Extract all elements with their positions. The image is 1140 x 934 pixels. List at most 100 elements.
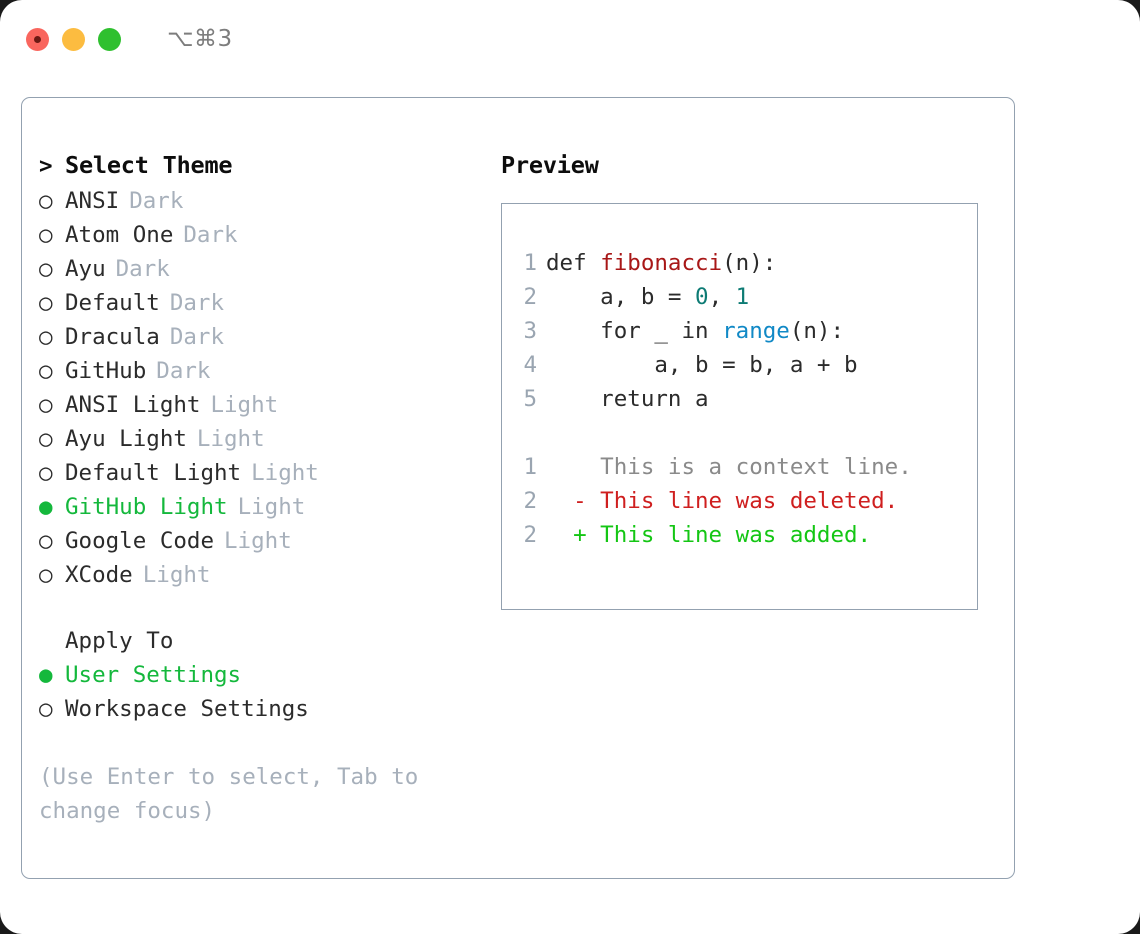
theme-item-badge: Light bbox=[196, 426, 265, 452]
radio-unselected-icon[interactable]: ○ bbox=[39, 256, 53, 282]
radio-selected-icon[interactable]: ● bbox=[39, 494, 53, 520]
theme-item-badge: Dark bbox=[169, 290, 225, 316]
diff-line-number: 2 bbox=[523, 522, 537, 548]
code-line: 5 return a bbox=[502, 382, 977, 416]
radio-unselected-icon[interactable]: ○ bbox=[39, 426, 53, 452]
theme-item-label: Dracula bbox=[65, 324, 160, 350]
radio-unselected-icon[interactable]: ○ bbox=[39, 696, 53, 722]
code-token-call: range bbox=[722, 318, 790, 344]
theme-item-badge: Light bbox=[251, 460, 319, 486]
diff-line: 1 This is a context line. bbox=[502, 450, 977, 484]
radio-unselected-icon[interactable]: ○ bbox=[39, 324, 53, 350]
theme-item[interactable]: ● GitHub Light Light bbox=[39, 490, 489, 524]
code-line-number: 2 bbox=[523, 284, 537, 310]
code-line: 4 a, b = b, a + b bbox=[502, 348, 977, 382]
radio-unselected-icon[interactable]: ○ bbox=[39, 528, 53, 554]
theme-list-header: > Select Theme bbox=[39, 147, 489, 184]
code-line-number: 4 bbox=[523, 352, 537, 378]
diff-line-number: 1 bbox=[523, 454, 537, 480]
theme-item-label: Ayu bbox=[65, 256, 106, 282]
code-token-plain: , bbox=[708, 284, 736, 310]
theme-item[interactable]: ○ Ayu Light Light bbox=[39, 422, 489, 456]
radio-unselected-icon[interactable]: ○ bbox=[39, 460, 53, 486]
title-bar: ⌥⌘3 bbox=[0, 0, 1140, 78]
theme-item-badge: Light bbox=[237, 494, 306, 520]
apply-to-title: Apply To bbox=[65, 628, 174, 654]
theme-item-label: XCode bbox=[65, 562, 133, 588]
code-line-number: 1 bbox=[523, 250, 537, 276]
code-line-content: return a bbox=[546, 382, 709, 416]
code-token-num: 1 bbox=[735, 284, 750, 310]
theme-item[interactable]: ○ Ayu Dark bbox=[39, 252, 489, 286]
diff-line-number: 2 bbox=[523, 488, 537, 514]
code-token-plain: (n): bbox=[789, 318, 845, 344]
radio-unselected-icon[interactable]: ○ bbox=[39, 358, 53, 384]
theme-item[interactable]: ○ ANSI Light Light bbox=[39, 388, 489, 422]
theme-item-label: Default Light bbox=[65, 460, 242, 486]
code-line-number: 5 bbox=[523, 386, 537, 412]
code-line-content: for _ in range(n): bbox=[546, 314, 844, 348]
theme-item-badge: Dark bbox=[156, 358, 211, 384]
radio-unselected-icon[interactable]: ○ bbox=[39, 222, 53, 248]
apply-to-group: Apply To ● User Settings ○ Workspace Settin… bbox=[39, 624, 489, 726]
code-token-fn: fibonacci bbox=[600, 250, 723, 276]
theme-item[interactable]: ○ Default Light Light bbox=[39, 456, 489, 490]
theme-list-title: Select Theme bbox=[65, 151, 233, 179]
theme-item-label: Google Code bbox=[65, 528, 215, 554]
radio-selected-icon[interactable]: ● bbox=[39, 662, 53, 688]
theme-item-label: GitHub bbox=[65, 358, 147, 384]
theme-item-label: ANSI bbox=[65, 188, 120, 214]
theme-item-label: Default bbox=[65, 290, 160, 316]
theme-item[interactable]: ○ Google Code Light bbox=[39, 524, 489, 558]
apply-to-option[interactable]: ○ Workspace Settings bbox=[39, 692, 489, 726]
diff-line: 2 - This line was deleted. bbox=[502, 484, 977, 518]
theme-item[interactable]: ○ Default Dark bbox=[39, 286, 489, 320]
radio-unselected-icon[interactable]: ○ bbox=[39, 562, 53, 588]
keyboard-hint-line-1: (Use Enter to select, Tab to bbox=[39, 764, 419, 790]
code-line-content: a, b = 0, 1 bbox=[546, 280, 749, 314]
radio-unselected-icon[interactable]: ○ bbox=[39, 392, 53, 418]
code-token-plain: return a bbox=[546, 386, 709, 412]
keyboard-shortcut-label: ⌥⌘3 bbox=[167, 26, 233, 52]
apply-to-option-label: User Settings bbox=[65, 662, 242, 688]
theme-item-label: ANSI Light bbox=[65, 392, 201, 418]
diff-sample: 1 This is a context line.2 - This line w… bbox=[502, 450, 977, 552]
code-token-plain: for _ in bbox=[546, 318, 723, 344]
theme-item-badge: Dark bbox=[183, 222, 238, 248]
apply-to-option-label: Workspace Settings bbox=[65, 696, 309, 722]
radio-unselected-icon[interactable]: ○ bbox=[39, 290, 53, 316]
radio-unselected-icon[interactable]: ○ bbox=[39, 188, 53, 214]
cursor-icon: > bbox=[39, 153, 53, 179]
zoom-dot[interactable] bbox=[98, 27, 121, 51]
diff-line: 2 + This line was added. bbox=[502, 518, 977, 552]
diff-line-content: + This line was added. bbox=[546, 522, 872, 548]
code-token-plain: a, b = bbox=[546, 284, 696, 310]
minimize-dot[interactable] bbox=[62, 27, 85, 51]
theme-item-badge: Light bbox=[224, 528, 292, 554]
code-line-number: 3 bbox=[523, 318, 537, 344]
code-token-plain: a, b = b, a + b bbox=[546, 352, 858, 378]
theme-item-badge: Light bbox=[210, 392, 279, 418]
code-line: 2 a, b = 0, 1 bbox=[502, 280, 977, 314]
theme-item-label: Ayu Light bbox=[65, 426, 187, 452]
apply-to-options: ● User Settings ○ Workspace Settings bbox=[39, 658, 489, 726]
theme-item-label: GitHub Light bbox=[65, 494, 228, 520]
close-dot[interactable] bbox=[26, 27, 49, 51]
theme-item[interactable]: ○ GitHub Dark bbox=[39, 354, 489, 388]
theme-item-badge: Dark bbox=[115, 256, 170, 282]
code-line: 3 for _ in range(n): bbox=[502, 314, 977, 348]
apply-to-option[interactable]: ● User Settings bbox=[39, 658, 489, 692]
keyboard-hint: (Use Enter to select, Tab to change focu… bbox=[39, 760, 459, 828]
preview-spacer bbox=[502, 416, 977, 450]
